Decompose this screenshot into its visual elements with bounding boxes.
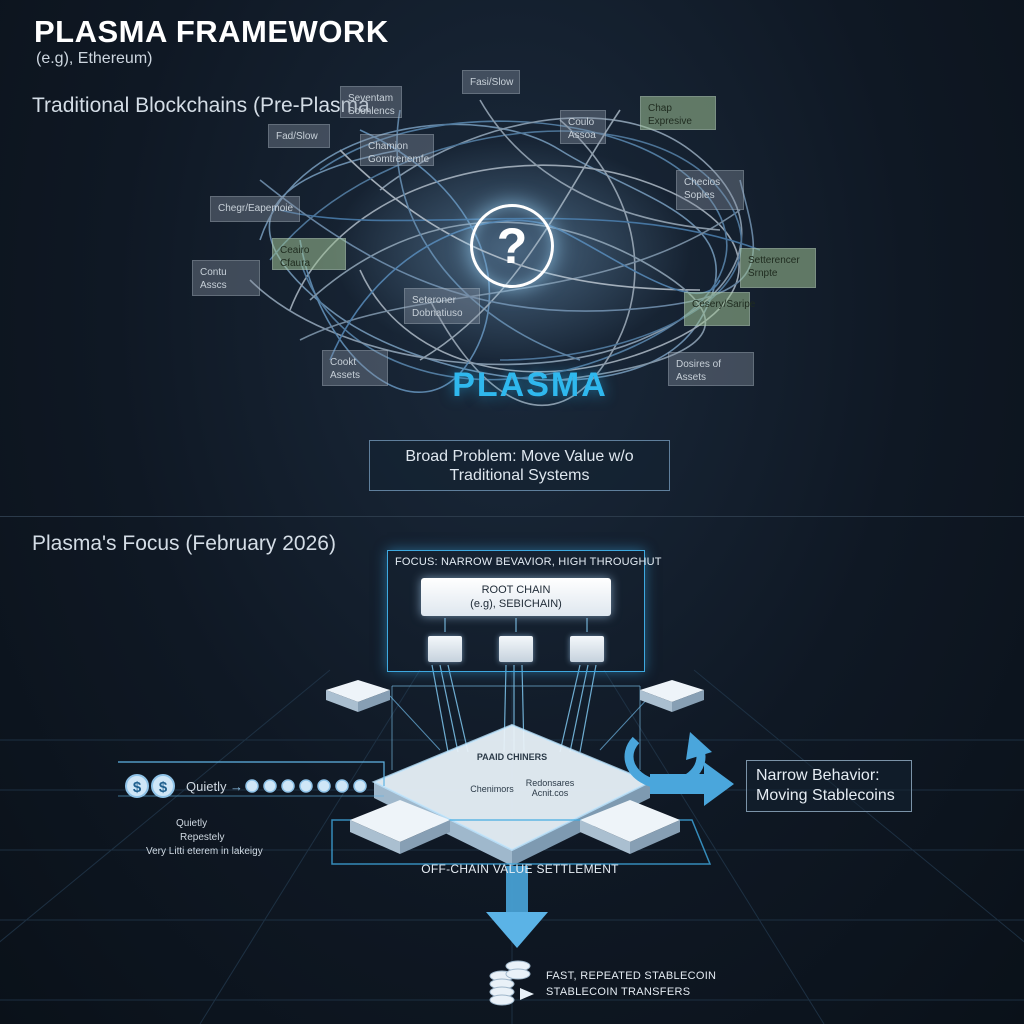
page-title: PLASMA FRAMEWORK [34, 14, 389, 50]
question-mark-icon: ? [470, 204, 554, 288]
final-transfers-label: FAST, REPEATED STABLECOIN STABLECOIN TRA… [546, 968, 716, 1000]
network-tag: Chap Expresive [640, 96, 716, 130]
child-chain-block [499, 636, 533, 662]
platform-title: PAAID CHINERS [452, 752, 572, 762]
root-chain-box: ROOT CHAIN (e.g), SEBICHAIN) [421, 578, 611, 616]
child-chain-block [428, 636, 462, 662]
final-text-line: STABLECOIN TRANSFERS [546, 984, 716, 1000]
root-chain-example: (e.g), SEBICHAIN) [421, 597, 611, 611]
network-tag: Setterencer Srnpte [740, 248, 816, 288]
platform-cell: Redonsares Acnit.cos [520, 778, 580, 798]
network-tag: Fad/Slow [268, 124, 330, 148]
offchain-settlement-label: OFF-CHAIN VALUE SETTLEMENT [330, 862, 710, 876]
section-divider [0, 516, 1024, 517]
narrow-behavior-box: Narrow Behavior: Moving Stablecoins [746, 760, 912, 812]
network-tag: Chamion Gomtrenemfe [360, 134, 434, 166]
side-note: Repestely [180, 832, 224, 843]
broad-problem-box: Broad Problem: Move Value w/o Traditiona… [369, 440, 670, 491]
network-tag: Chegr/Eapemoie [210, 196, 300, 222]
network-tag: Contu Asscs [192, 260, 260, 296]
plasma-wordmark: PLASMA [0, 366, 1024, 405]
dollar-coin-icon: $ [151, 774, 175, 798]
network-tag: Seventam Soonlencs [340, 86, 402, 118]
network-tag: Cesery/Saripe [684, 292, 750, 326]
network-tag: Fasi/Slow [462, 70, 520, 94]
dollar-coin-icon: $ [125, 774, 149, 798]
final-text-line: FAST, REPEATED STABLECOIN [546, 968, 716, 984]
quietly-label: Quietly [186, 779, 226, 794]
side-note: Very Litti eterem in lakeigy [146, 846, 263, 857]
arrow-right-icon: → [230, 779, 243, 794]
root-chain-title: ROOT CHAIN [421, 583, 611, 597]
platform-cell: Chenimors [462, 784, 522, 794]
focus-label: FOCUS: NARROW BEVAVIOR, HIGH THROUGHUT [395, 556, 662, 568]
child-chain-block [570, 636, 604, 662]
side-note: Quietly [176, 818, 207, 829]
network-tag: Checios Soples [676, 170, 744, 210]
network-tag: Ceairo Cfaura [272, 238, 346, 270]
network-tag: Coulo Assoa [560, 110, 606, 144]
network-tag: Seteroner Dobnatiuso [404, 288, 480, 324]
